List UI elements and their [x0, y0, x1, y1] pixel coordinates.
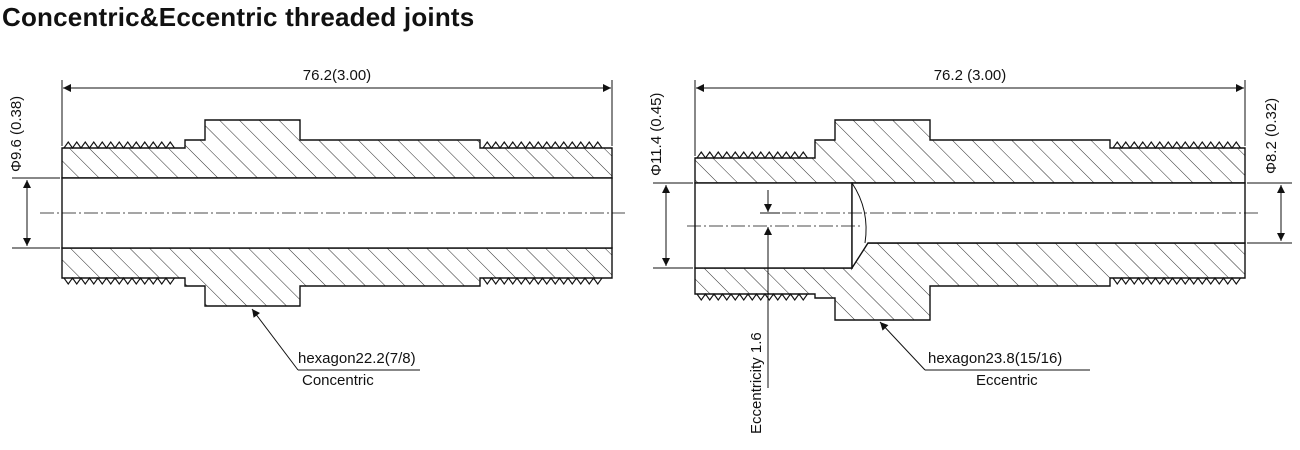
eccentric-bore-transition	[851, 182, 867, 244]
concentric-type-label: Concentric	[302, 372, 374, 389]
concentric-diameter-label: Φ9.6 (0.38)	[8, 96, 25, 172]
concentric-upper-wall	[61, 119, 613, 179]
eccentric-right-diameter-label: Φ8.2 (0.32)	[1263, 98, 1280, 174]
eccentric-small-bore	[851, 182, 1246, 271]
concentric-thread-lower-left	[63, 277, 175, 285]
page-title: Concentric&Eccentric threaded joints	[2, 2, 475, 32]
concentric-hexagon-label: hexagon22.2(7/8)	[298, 350, 416, 367]
concentric-hexagon-leader	[251, 308, 299, 371]
eccentric-hexagon-leader	[879, 321, 926, 371]
concentric-joint: 76.2(3.00) Φ9.6 (0.38) hexagon22.2(7/8) …	[8, 67, 625, 389]
concentric-thread-upper-right	[482, 141, 603, 149]
eccentric-thread-lower-left	[696, 293, 808, 301]
concentric-length-label: 76.2(3.00)	[303, 67, 371, 84]
eccentric-type-label: Eccentric	[976, 372, 1038, 389]
eccentric-length-label: 76.2 (3.00)	[934, 67, 1007, 84]
eccentric-thread-upper-left	[696, 151, 808, 159]
eccentricity-label: Eccentricity 1.6	[748, 332, 765, 434]
concentric-thread-lower-right	[482, 277, 603, 285]
eccentric-left-diameter-label: Φ11.4 (0.45)	[648, 93, 665, 176]
concentric-thread-upper-left	[63, 141, 175, 149]
eccentric-hexagon-label: hexagon23.8(15/16)	[928, 350, 1062, 367]
eccentric-large-bore	[694, 182, 853, 269]
eccentric-thread-lower-right	[1112, 277, 1241, 285]
eccentric-thread-upper-right	[1112, 141, 1241, 149]
eccentric-joint: 76.2 (3.00) Φ11.4 (0.45) Φ8.2 (0.32) Ecc…	[648, 67, 1292, 434]
concentric-lower-wall	[61, 247, 613, 307]
